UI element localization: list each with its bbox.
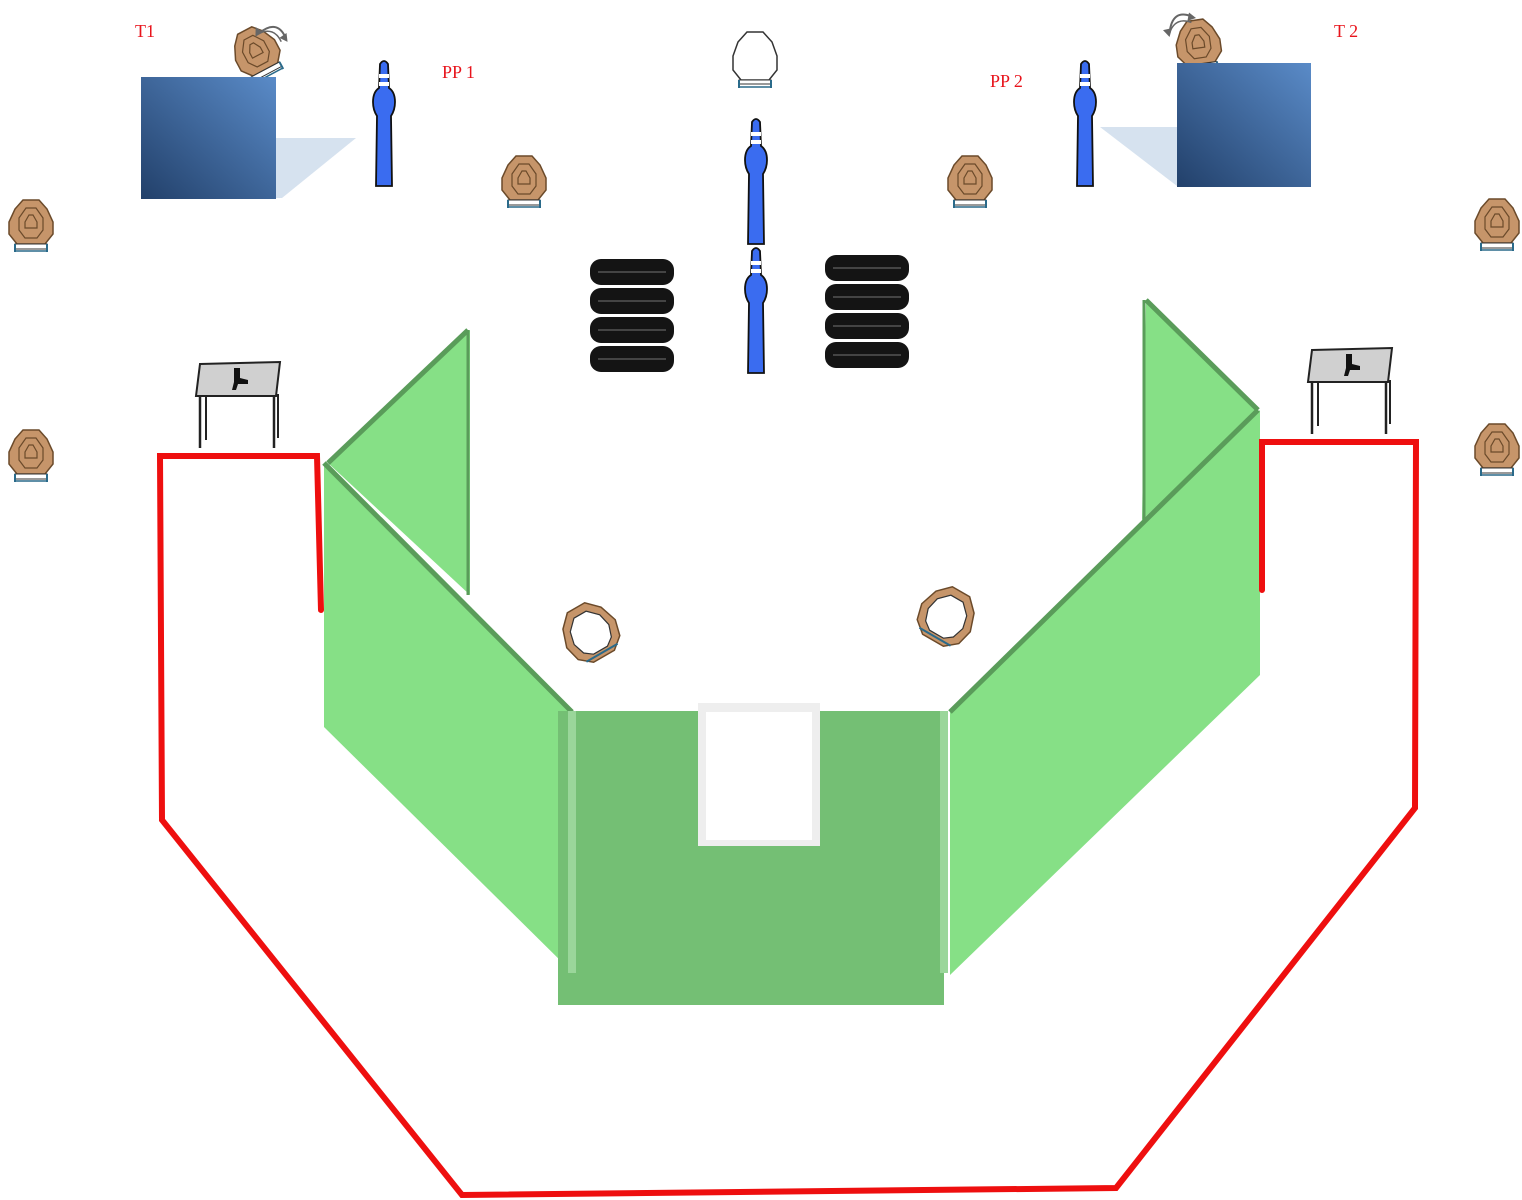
box-shadow-left [276, 138, 356, 198]
paper-target-icon [947, 155, 993, 209]
label-pp1: PP 1 [442, 62, 475, 82]
paper-target-port-left-icon [550, 592, 630, 672]
box-shadow-right [1100, 127, 1177, 186]
label-t2: T 2 [1334, 21, 1358, 41]
paper-target-port-right-icon [907, 576, 987, 656]
tire-stack-left-icon [589, 258, 675, 373]
paper-target-icon [1474, 423, 1520, 477]
no-shoot-pp2-icon [1073, 60, 1097, 187]
label-pp2: PP 2 [990, 71, 1023, 91]
tire-stack-right-icon [824, 254, 910, 369]
paper-target-icon [501, 155, 547, 209]
paper-target-icon [8, 199, 54, 253]
barricade-box-right [1177, 63, 1311, 187]
paper-target-icon [8, 429, 54, 483]
fault-line [156, 439, 1420, 1199]
white-target-top-icon [732, 31, 778, 89]
paper-target-icon [1474, 198, 1520, 252]
barricade-box-left [141, 77, 276, 199]
no-shoot-center-top-icon [744, 118, 768, 245]
no-shoot-pp1-icon [372, 60, 396, 187]
wall-structure [322, 298, 1260, 1005]
label-t1: T1 [135, 21, 155, 41]
start-table-left-icon [194, 360, 282, 450]
start-table-right-icon [1306, 346, 1394, 436]
no-shoot-center-bottom-icon [744, 247, 768, 374]
